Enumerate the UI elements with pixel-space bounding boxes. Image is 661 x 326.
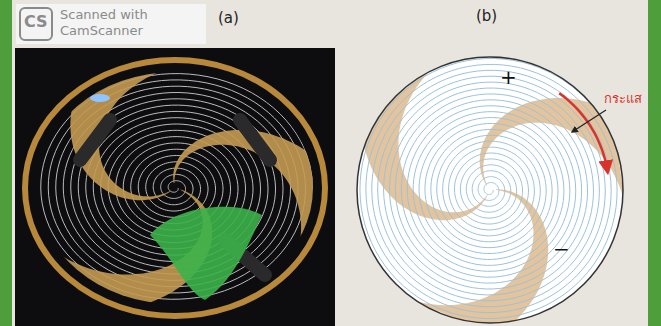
support-rod (240, 120, 270, 160)
callout-label: กระแส (604, 92, 642, 106)
leader-line (572, 110, 606, 132)
disc-rim (357, 57, 623, 323)
photo-blade (70, 62, 198, 201)
watermark-box (16, 4, 206, 44)
green-piece (150, 207, 262, 300)
watermark: Scanned with (60, 8, 148, 22)
support-rod (80, 120, 110, 160)
photo-panel (15, 48, 335, 326)
watermark-logo (20, 8, 52, 40)
polarity-sign: − (553, 238, 570, 260)
panel-label: (a) (218, 10, 239, 27)
reflection (90, 94, 110, 102)
panel-label: (b) (476, 8, 497, 25)
gold-ring (25, 60, 325, 316)
paper (12, 0, 648, 326)
watermark: CS (24, 13, 48, 31)
spiral-track (360, 58, 623, 318)
polarity-sign: + (500, 66, 517, 88)
watermark: CamScanner (60, 24, 143, 38)
current-arrow (559, 93, 607, 172)
